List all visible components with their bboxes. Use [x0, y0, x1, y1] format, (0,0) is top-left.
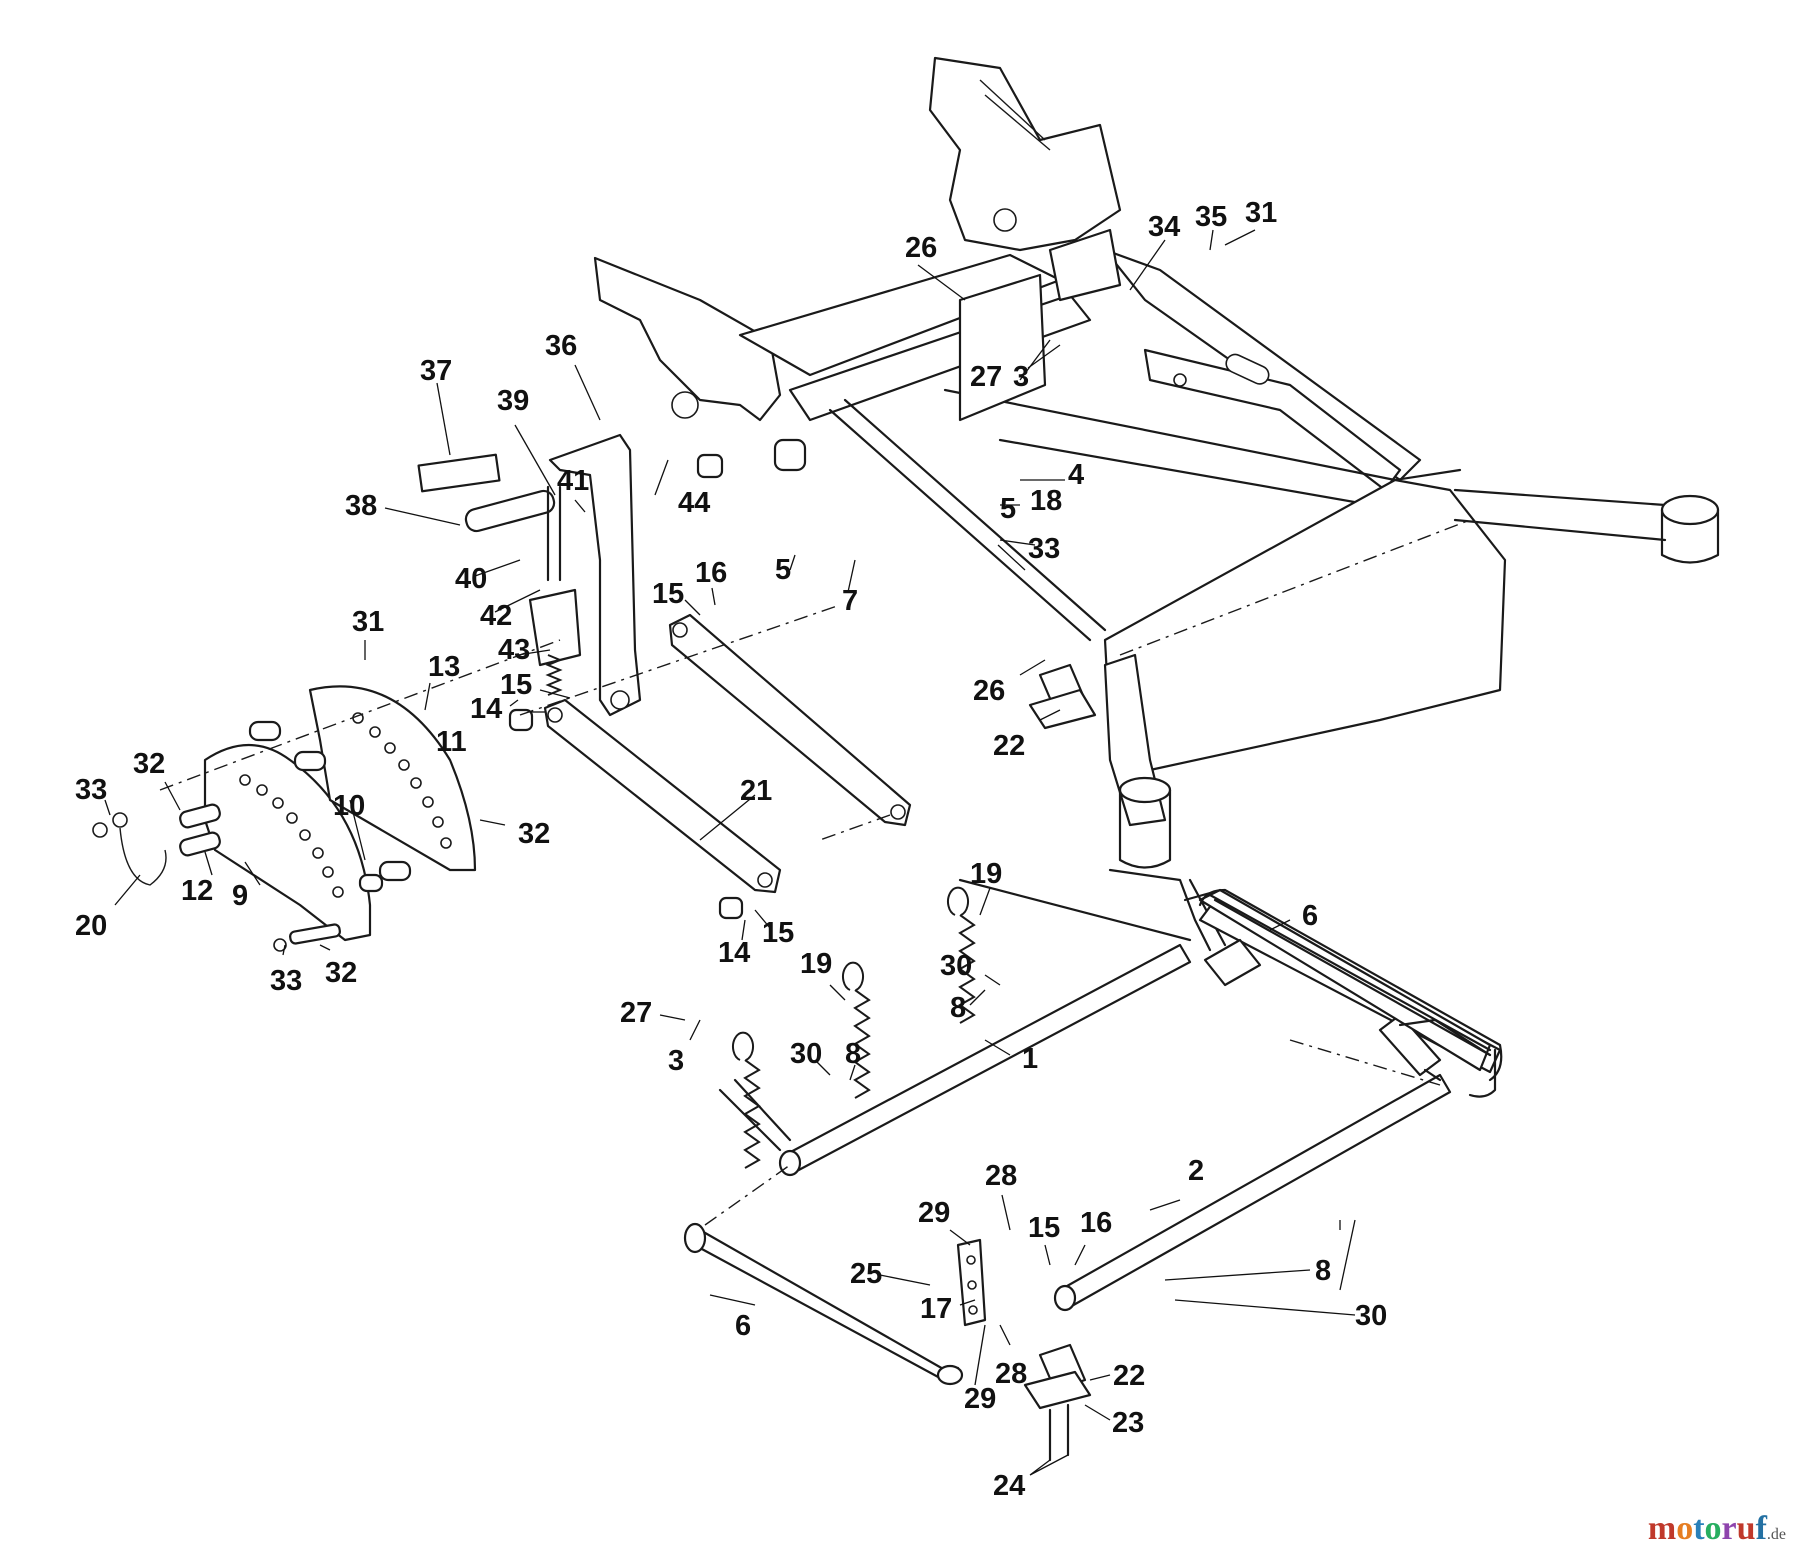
callout-label: 15: [652, 578, 684, 610]
callout-label: 28: [985, 1160, 1017, 1192]
callout-label: 9: [232, 880, 248, 912]
leader-lines: [104, 229, 1356, 1476]
callout-label: 19: [800, 948, 832, 980]
pedal-pad: [417, 453, 501, 493]
callout-label: 42: [480, 600, 512, 632]
callout-label: 22: [1113, 1360, 1145, 1392]
callout-label: 34: [1148, 211, 1180, 243]
callout-label: 10: [333, 790, 365, 822]
watermark-tld: .de: [1766, 1526, 1786, 1543]
callout-label: 22: [993, 730, 1025, 762]
callout-label: 20: [75, 910, 107, 942]
callout-label: 5: [775, 554, 791, 586]
callout-label: 14: [470, 693, 502, 725]
pedal-arm: [548, 433, 642, 717]
callout-label: 26: [973, 675, 1005, 707]
callout-label: 8: [950, 992, 966, 1024]
assembly-lines: [159, 604, 1441, 1226]
callout-label: 21: [740, 775, 772, 807]
callout-label: 15: [1028, 1212, 1060, 1244]
callout-label: 13: [428, 651, 460, 683]
watermark-letter: o: [1704, 1510, 1722, 1547]
callout-label: 12: [181, 875, 213, 907]
main-frame: [593, 56, 1720, 869]
callout-label: 32: [325, 957, 357, 989]
callout-label: 41: [557, 465, 589, 497]
callout-label: 25: [850, 1258, 882, 1290]
callout-label: 14: [718, 937, 750, 969]
plate-holes: [239, 712, 452, 898]
pedal-lever-group: [417, 433, 807, 717]
callout-label: 37: [420, 355, 452, 387]
lift-shafts: [683, 868, 1503, 1386]
callout-label: 40: [455, 563, 487, 595]
watermark-letter: u: [1736, 1510, 1756, 1547]
watermark-letter: m: [1647, 1510, 1677, 1547]
callout-label: 29: [964, 1383, 996, 1415]
callout-label: 27: [620, 997, 652, 1029]
callout-label: 6: [1302, 900, 1318, 932]
callout-label: 23: [1112, 1407, 1144, 1439]
callout-label: 16: [695, 557, 727, 589]
callout-label: 17: [920, 1293, 952, 1325]
callout-label: 3: [1013, 361, 1029, 393]
callout-label: 30: [790, 1038, 822, 1070]
callout-label: 8: [845, 1038, 861, 1070]
callout-label: 19: [970, 858, 1002, 890]
callout-label: 27: [970, 361, 1002, 393]
callout-label: 7: [842, 585, 858, 617]
callout-label: 31: [352, 606, 384, 638]
callout-label: 32: [518, 818, 550, 850]
callout-label: 6: [735, 1310, 751, 1342]
callout-label: 1: [1022, 1043, 1038, 1075]
callout-label: 30: [1355, 1300, 1387, 1332]
callout-label: 16: [1080, 1207, 1112, 1239]
callout-label: 24: [993, 1470, 1025, 1502]
callout-label: 31: [1245, 197, 1277, 229]
callout-label: 29: [918, 1197, 950, 1229]
callout-label: 8: [1315, 1255, 1331, 1287]
callout-label: 4: [1068, 459, 1084, 491]
watermark-letter: t: [1693, 1510, 1705, 1547]
callout-label: 33: [75, 774, 107, 806]
lower-brackets: [956, 663, 1097, 1462]
callout-label: 43: [498, 634, 530, 666]
watermark-letter: o: [1676, 1510, 1694, 1547]
callout-label: 15: [500, 669, 532, 701]
callout-label: 28: [995, 1358, 1027, 1390]
callout-label: 3: [668, 1045, 684, 1077]
callout-label: 38: [345, 490, 377, 522]
callout-label: 44: [678, 487, 710, 519]
callout-label: 33: [1028, 533, 1060, 565]
callout-label: 26: [905, 232, 937, 264]
callout-label: 39: [497, 385, 529, 417]
callout-label: 30: [940, 950, 972, 982]
plate-9: [203, 743, 372, 942]
callout-numbers: 26 34 35 31 27 3 4 18 5 33 37 36 39 38 4…: [75, 197, 1387, 1502]
motoruf-watermark: motoruf.de: [1648, 1510, 1786, 1548]
callout-label: 33: [270, 965, 302, 997]
shaft-2: [1058, 1073, 1452, 1309]
callout-label: 32: [133, 748, 165, 780]
watermark-letter: f: [1755, 1510, 1767, 1547]
callout-label: 35: [1195, 201, 1227, 233]
callout-label: 18: [1030, 485, 1062, 517]
callout-label: 36: [545, 330, 577, 362]
callout-label: 15: [762, 917, 794, 949]
callout-label: 11: [436, 726, 467, 758]
watermark-letter: r: [1721, 1510, 1737, 1547]
callout-label: 5: [1000, 493, 1016, 525]
grip-tube: [464, 489, 556, 533]
link-rods: [508, 613, 912, 920]
callout-label: 2: [1188, 1155, 1204, 1187]
adjustment-plates: [92, 685, 477, 952]
